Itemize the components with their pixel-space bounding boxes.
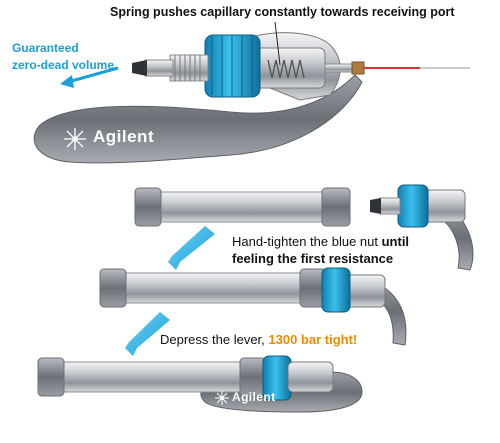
zero-dead-volume-arrow [60,66,119,88]
brand-label-top: Agilent [93,127,155,146]
spring-callout: Spring pushes capillary constantly towar… [110,5,455,19]
spring-leader-line [274,21,281,66]
fitting-step-1 [370,184,474,271]
step-2-caption: Depress the lever, 1300 bar tight! [160,331,357,348]
step-arrow-2 [125,312,170,356]
agilent-logo-spark-top [64,128,86,150]
column-step-1 [134,187,351,227]
step-1-caption: Hand-tighten the blue nut until feeling … [232,233,462,267]
spring [267,59,305,79]
step-arrow-1 [168,226,215,270]
step-1-bold-resistance: feeling the first resistance [232,251,394,266]
agilent-logo-spark-bottom [215,391,229,405]
column-step-3 [37,355,363,413]
fitting-step-2 [321,267,407,346]
top-assembly [33,32,470,164]
step-1-text: Hand-tighten the blue nut [232,234,382,249]
step-1-bold-until: until [381,234,410,249]
top-lever [33,74,363,164]
column-step-2 [99,268,346,308]
zero-dead-volume-line1: Guaranteed [12,41,79,55]
zero-dead-volume-callout: Guaranteed zero-dead volume [12,40,114,74]
brand-label-bottom: Agilent [232,390,276,404]
zero-dead-volume-line2: zero-dead volume [12,58,115,72]
step-2-highlight: 1300 bar tight! [268,332,358,347]
step-2-text: Depress the lever, [160,332,269,347]
